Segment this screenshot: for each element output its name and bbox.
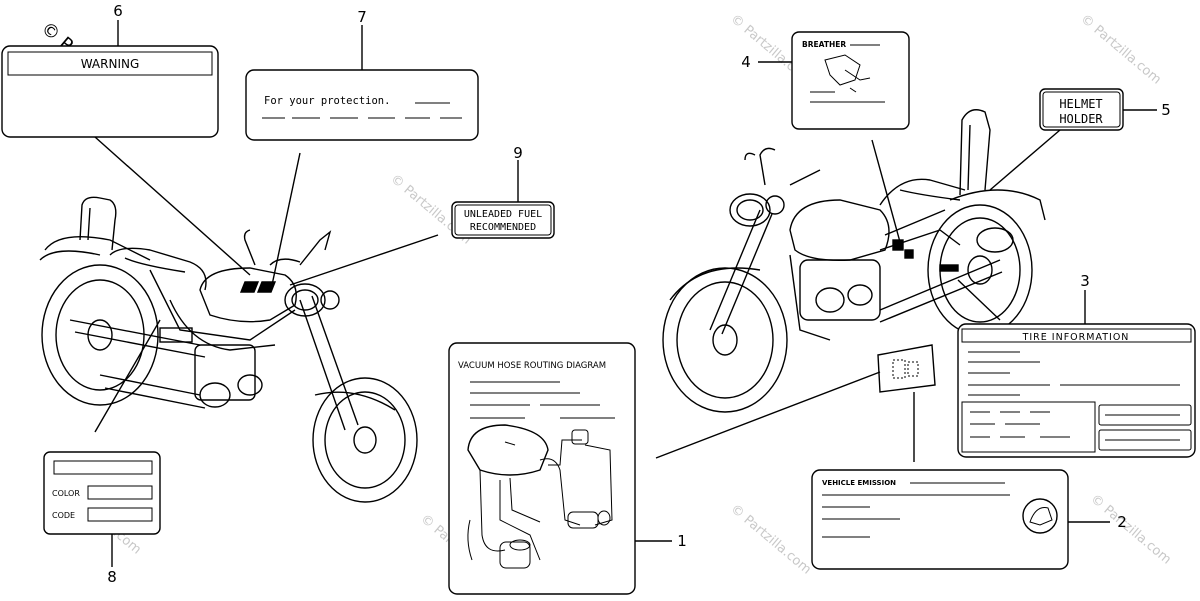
emission-title: VEHICLE EMISSION [822,479,896,487]
protection-text: For your protection. [264,95,390,107]
callout-9: 9 [513,144,523,162]
emission-decal-locator [877,344,936,393]
label-unleaded-fuel: UNLEADED FUEL RECOMMENDED [451,201,555,239]
label-breather: BREATHER [791,31,910,130]
label-warning: WARNING [1,45,219,138]
helmet-line1: HELMET [1059,97,1102,111]
fuel-line2: RECOMMENDED [470,222,536,233]
breather-text: BREATHER [802,40,846,49]
watermark-text: © Partzilla.com [1077,12,1163,88]
label-tire-information: TIRE INFORMATION [957,323,1196,458]
code-text: CODE [52,511,75,520]
callout-5: 5 [1161,101,1171,119]
callout-3: 3 [1080,272,1090,290]
helmet-line2: HOLDER [1059,112,1103,126]
callout-numbers: 6 7 9 8 1 4 5 3 2 [107,2,1171,586]
label-protection: For your protection. [245,69,479,141]
tire-title: TIRE INFORMATION [1022,332,1130,343]
warning-text: WARNING [81,57,140,71]
callout-7: 7 [357,8,367,26]
watermark-text: © Partzilla.com [1087,492,1173,568]
watermark-text: © Partzilla.com [727,502,813,578]
label-color-code: COLOR CODE [43,451,161,535]
vacuum-title: VACUUM HOSE ROUTING DIAGRAM [458,361,606,371]
callout-1: 1 [677,532,687,550]
callout-8: 8 [107,568,117,586]
label-vehicle-emission: VEHICLE EMISSION [811,469,1069,570]
leader-lines [94,20,1157,567]
label-helmet-holder: HELMET HOLDER [1039,88,1124,131]
callout-4: 4 [741,53,751,71]
motorcycle-right [662,109,1046,413]
color-text: COLOR [52,489,80,498]
label-vacuum-hose: VACUUM HOSE ROUTING DIAGRAM [448,342,636,595]
motorcycle-left [39,196,418,503]
callout-2: 2 [1117,513,1127,531]
callout-6: 6 [113,2,123,20]
fuel-line1: UNLEADED FUEL [464,209,542,220]
